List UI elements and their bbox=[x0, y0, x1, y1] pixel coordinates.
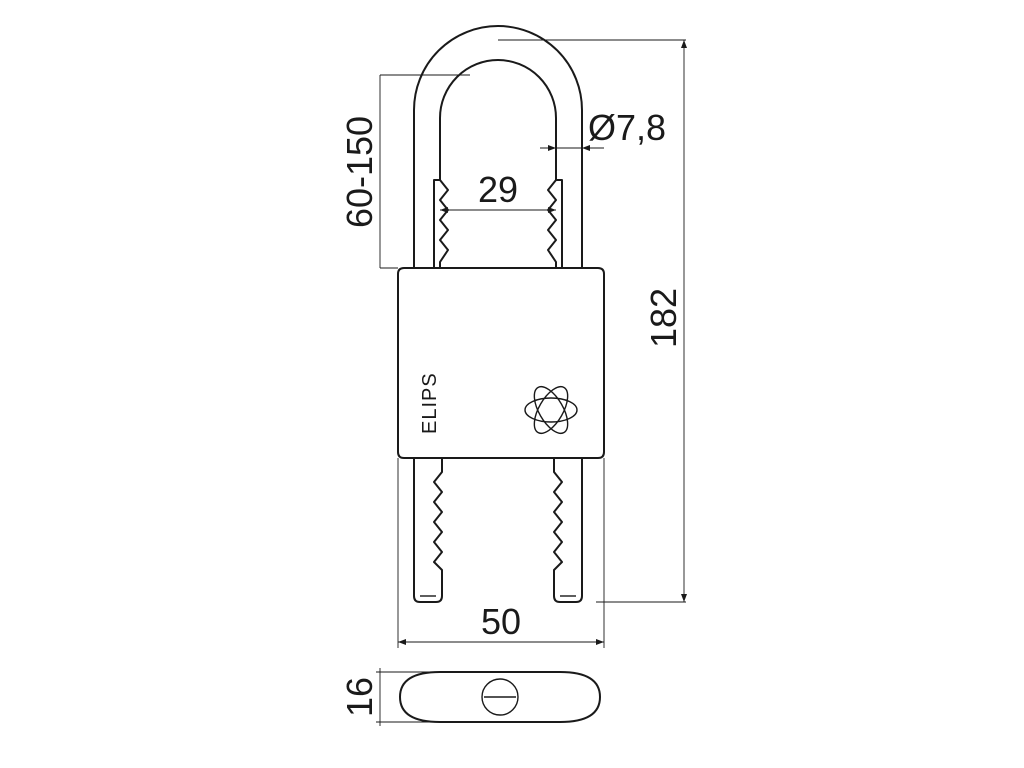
lock-body-outline bbox=[397, 267, 605, 459]
dim-inner-width-label: 29 bbox=[478, 169, 518, 210]
dim-total-height: 182 bbox=[498, 39, 687, 603]
lock-body: ELIPS bbox=[397, 267, 605, 459]
dim-shackle-diameter: Ø7,8 bbox=[540, 107, 666, 151]
atom-orbit-logo-icon bbox=[524, 385, 578, 435]
dim-body-width-label: 50 bbox=[481, 601, 521, 642]
shackle-inner bbox=[439, 59, 557, 269]
dim-shackle-height: 60-150 bbox=[339, 74, 470, 269]
brand-label: ELIPS bbox=[419, 372, 441, 434]
dim-shackle-diameter-label: Ø7,8 bbox=[588, 107, 666, 148]
left-leg bbox=[413, 457, 443, 603]
dim-thickness: 16 bbox=[339, 668, 440, 726]
shackle bbox=[413, 25, 583, 269]
dim-body-width: 50 bbox=[397, 458, 605, 648]
right-leg bbox=[553, 457, 583, 603]
dim-total-height-label: 182 bbox=[643, 288, 684, 348]
dim-thickness-label: 16 bbox=[339, 677, 380, 717]
dim-shackle-height-label: 60-150 bbox=[339, 116, 380, 228]
keyhole-circle bbox=[481, 678, 519, 716]
shackle-legs-lower bbox=[413, 457, 583, 603]
dim-inner-width: 29 bbox=[440, 169, 556, 213]
bottom-view bbox=[399, 671, 601, 723]
